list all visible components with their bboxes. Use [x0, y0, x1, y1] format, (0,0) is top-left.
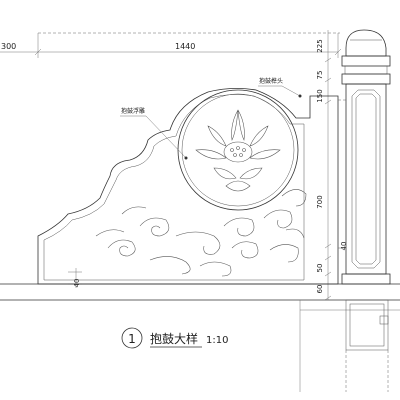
dimension-v-50: 50 [316, 264, 324, 273]
left-small-dimension: 40 [68, 268, 82, 288]
lotus-roundel [177, 89, 299, 211]
dimension-left-partial: 300 [1, 42, 16, 51]
dimension-v-40: 40 [340, 242, 348, 251]
detail-number: 1 [128, 332, 136, 346]
dimension-v-60: 60 [316, 285, 324, 294]
scroll-carvings [95, 189, 307, 277]
drum-stone [37, 88, 339, 285]
annotation-relief-carving: 抱鼓浮雕 [121, 107, 145, 115]
detail-name: 抱鼓大样 [150, 331, 198, 346]
top-dimension: 300 1440 [0, 33, 342, 58]
pillar [338, 29, 391, 285]
annotation-tenon: 抱鼓榫头 [258, 77, 302, 98]
dimension-left-40: 40 [73, 279, 81, 288]
dimension-v-225: 225 [316, 39, 324, 52]
detail-title: 1 抱鼓大样 1:10 [121, 327, 228, 349]
right-dimensions: 225 75 150 700 40 50 60 [316, 30, 348, 301]
detail-scale: 1:10 [206, 335, 228, 346]
annotation-tenon-joint: 抱鼓榫头 [259, 77, 283, 85]
dimension-total-width: 1440 [175, 42, 195, 51]
ground-lines [0, 283, 400, 392]
dimension-v-700: 700 [316, 195, 324, 208]
dimension-v-75: 75 [316, 71, 324, 80]
annotation-relief: 抱鼓浮雕 [120, 107, 188, 160]
foundation [345, 299, 389, 392]
